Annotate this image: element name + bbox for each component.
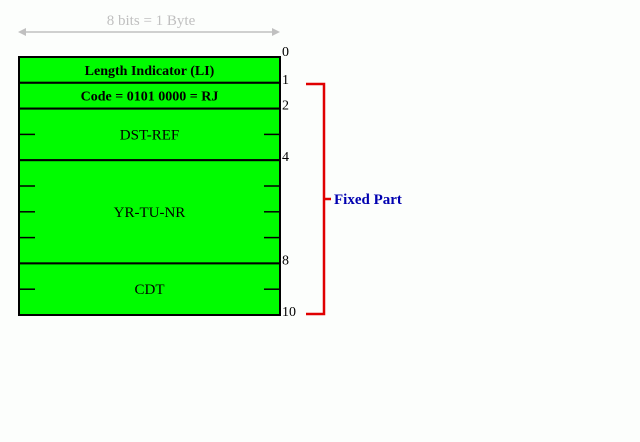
field-4: CDT [18, 262, 281, 316]
offset-label: 1 [282, 73, 289, 88]
field-3: YR-TU-NR [18, 159, 281, 265]
offset-label: 4 [282, 150, 289, 165]
field-2: DST-REF [18, 107, 281, 162]
field-label: YR-TU-NR [114, 205, 186, 221]
brace-line [306, 82, 326, 316]
scale-arrow-right-icon [272, 28, 280, 36]
offset-label: 8 [282, 253, 289, 268]
field-box [18, 262, 281, 316]
offset-label: 10 [282, 305, 296, 320]
offset-label: 0 [282, 45, 289, 60]
field-box [18, 81, 281, 110]
field-1: Code = 0101 0000 = RJ [18, 81, 281, 110]
scale-arrow-left-icon [18, 28, 26, 36]
field-label: CDT [135, 282, 165, 298]
scale-label: 8 bits = 1 Byte [107, 13, 196, 29]
fixed-part-label: Fixed Part [334, 192, 402, 208]
field-label: DST-REF [120, 127, 179, 143]
offset-column: 0 1 2 4 8 10 [282, 45, 296, 320]
field-label: Length Indicator (LI) [85, 64, 215, 79]
offset-label: 2 [282, 99, 289, 114]
field-label: Code = 0101 0000 = RJ [81, 90, 219, 105]
fixed-part-brace: Fixed Part [306, 82, 402, 316]
field-0: Length Indicator (LI) [18, 56, 281, 84]
byte-scale: 8 bits = 1 Byte [18, 13, 280, 36]
field-stack: Length Indicator (LI) Code = 0101 0000 = … [18, 56, 281, 316]
